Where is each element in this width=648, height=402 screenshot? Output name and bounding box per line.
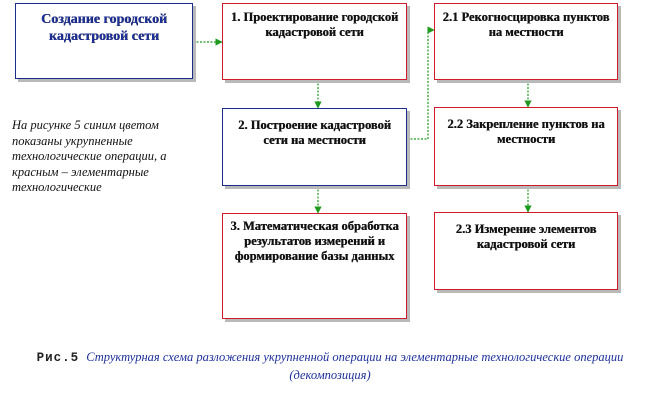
node-step23: 2.3 Измерение элементов кадастровой сети	[434, 212, 618, 290]
figure-caption-text: Структурная схема разложения укрупненной…	[86, 350, 624, 382]
figure-number: Рис.5	[36, 351, 80, 365]
node-root-label: Создание городской кадастровой сети	[40, 12, 168, 44]
node-root: Создание городской кадастровой сети	[15, 3, 193, 79]
node-step3: 3. Математическая обработка результатов …	[222, 213, 407, 319]
node-step2: 2. Построение кадастровой сети на местно…	[222, 108, 407, 186]
node-step22-label: 2.2 Закрепление пунктов на местности	[447, 117, 605, 146]
figure-caption: Рис.5 Структурная схема разложения укруп…	[30, 349, 630, 384]
legend-note: На рисунке 5 синим цветом показаны укруп…	[12, 118, 167, 194]
node-step21-label: 2.1 Рекогносцировка пунктов на местности	[442, 10, 610, 39]
connector-step1-to-step21	[407, 26, 435, 140]
node-step21: 2.1 Рекогносцировка пунктов на местности	[434, 3, 618, 80]
node-step3-label: 3. Математическая обработка результатов …	[230, 219, 399, 263]
node-step2-label: 2. Построение кадастровой сети на местно…	[238, 118, 391, 147]
node-step23-label: 2.3 Измерение элементов кадастровой сети	[455, 222, 597, 251]
node-step1-label: 1. Проектирование городской кадастровой …	[230, 10, 399, 39]
node-step22: 2.2 Закрепление пунктов на местности	[434, 107, 618, 186]
node-step1: 1. Проектирование городской кадастровой …	[222, 3, 407, 80]
